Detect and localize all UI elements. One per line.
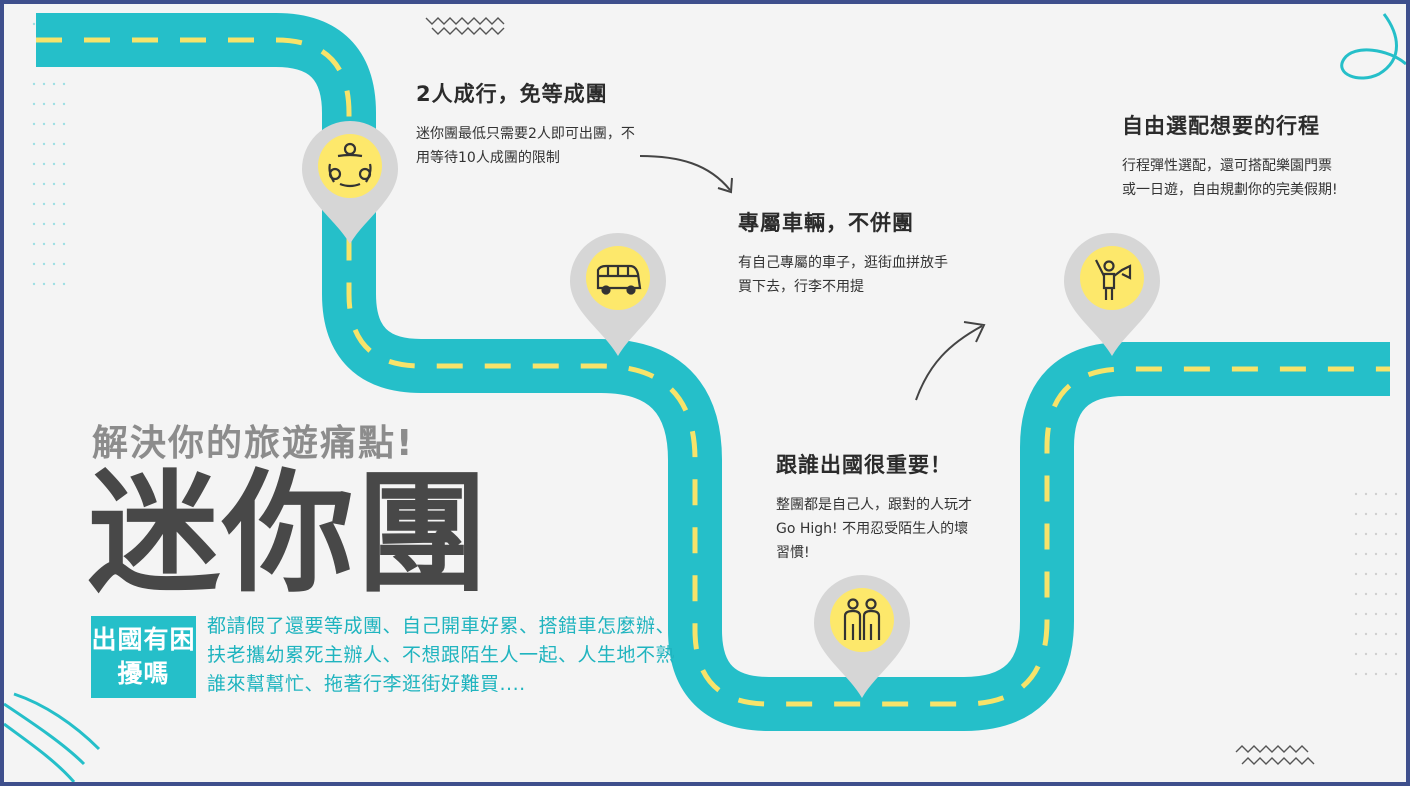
feature-4-title: 自由選配想要的行程 (1122, 114, 1320, 138)
curved-arrow-1 (639, 155, 733, 194)
van-icon (596, 264, 642, 295)
map-pin-4 (1064, 233, 1160, 356)
feature-2-title: 專屬車輛，不併團 (738, 211, 914, 235)
dot-pattern-right (1354, 492, 1398, 676)
feature-3: 跟誰出國很重要！ 整團都是自己人，跟對的人玩才Go High! 不用忍受陌生人的… (776, 449, 974, 565)
tour-guide-icon (1095, 259, 1132, 300)
pain-point-badge: 出國有困擾嗎 (91, 616, 196, 698)
group-people-icon (328, 142, 372, 188)
page-subtitle: 解決你的旅遊痛點! (92, 423, 415, 464)
feature-4-description: 行程彈性選配，還可搭配樂園門票或一日遊，自由規劃你的完美假期! (1122, 158, 1338, 198)
zigzag-decoration-bottom (1235, 745, 1315, 765)
curved-arrow-2 (915, 321, 986, 401)
map-pin-1 (302, 121, 398, 244)
page-title: 迷你團 (88, 457, 490, 611)
feature-1: 2人成行，免等成團 迷你團最低只需要2人即可出團，不用等待10人成團的限制 (416, 78, 646, 170)
map-pin-2 (570, 233, 666, 356)
pain-point-text: 都請假了還要等成團、自己開車好累、搭錯車怎麼辦、扶老攜幼累死主辦人、不想跟陌生人… (207, 615, 676, 695)
scribble-top-right (1340, 13, 1406, 80)
feature-1-description: 迷你團最低只需要2人即可出團，不用等待10人成團的限制 (416, 126, 635, 166)
two-people-icon (843, 598, 881, 640)
scribble-bottom-left (4, 692, 101, 782)
feature-2: 專屬車輛，不併團 有自己專屬的車子，逛街血拼放手買下去，行李不用提 (738, 207, 948, 299)
feature-2-description: 有自己專屬的車子，逛街血拼放手買下去，行李不用提 (738, 255, 948, 295)
map-pin-3 (814, 575, 910, 698)
zigzag-decoration-top (425, 17, 505, 35)
feature-3-description: 整團都是自己人，跟對的人玩才Go High! 不用忍受陌生人的壞習慣! (776, 497, 972, 561)
feature-4: 自由選配想要的行程 行程彈性選配，還可搭配樂園門票或一日遊，自由規劃你的完美假期… (1122, 110, 1342, 202)
feature-1-title: 2人成行，免等成團 (416, 82, 608, 106)
feature-3-title: 跟誰出國很重要！ (776, 453, 952, 477)
road-illustration (4, 13, 1406, 782)
